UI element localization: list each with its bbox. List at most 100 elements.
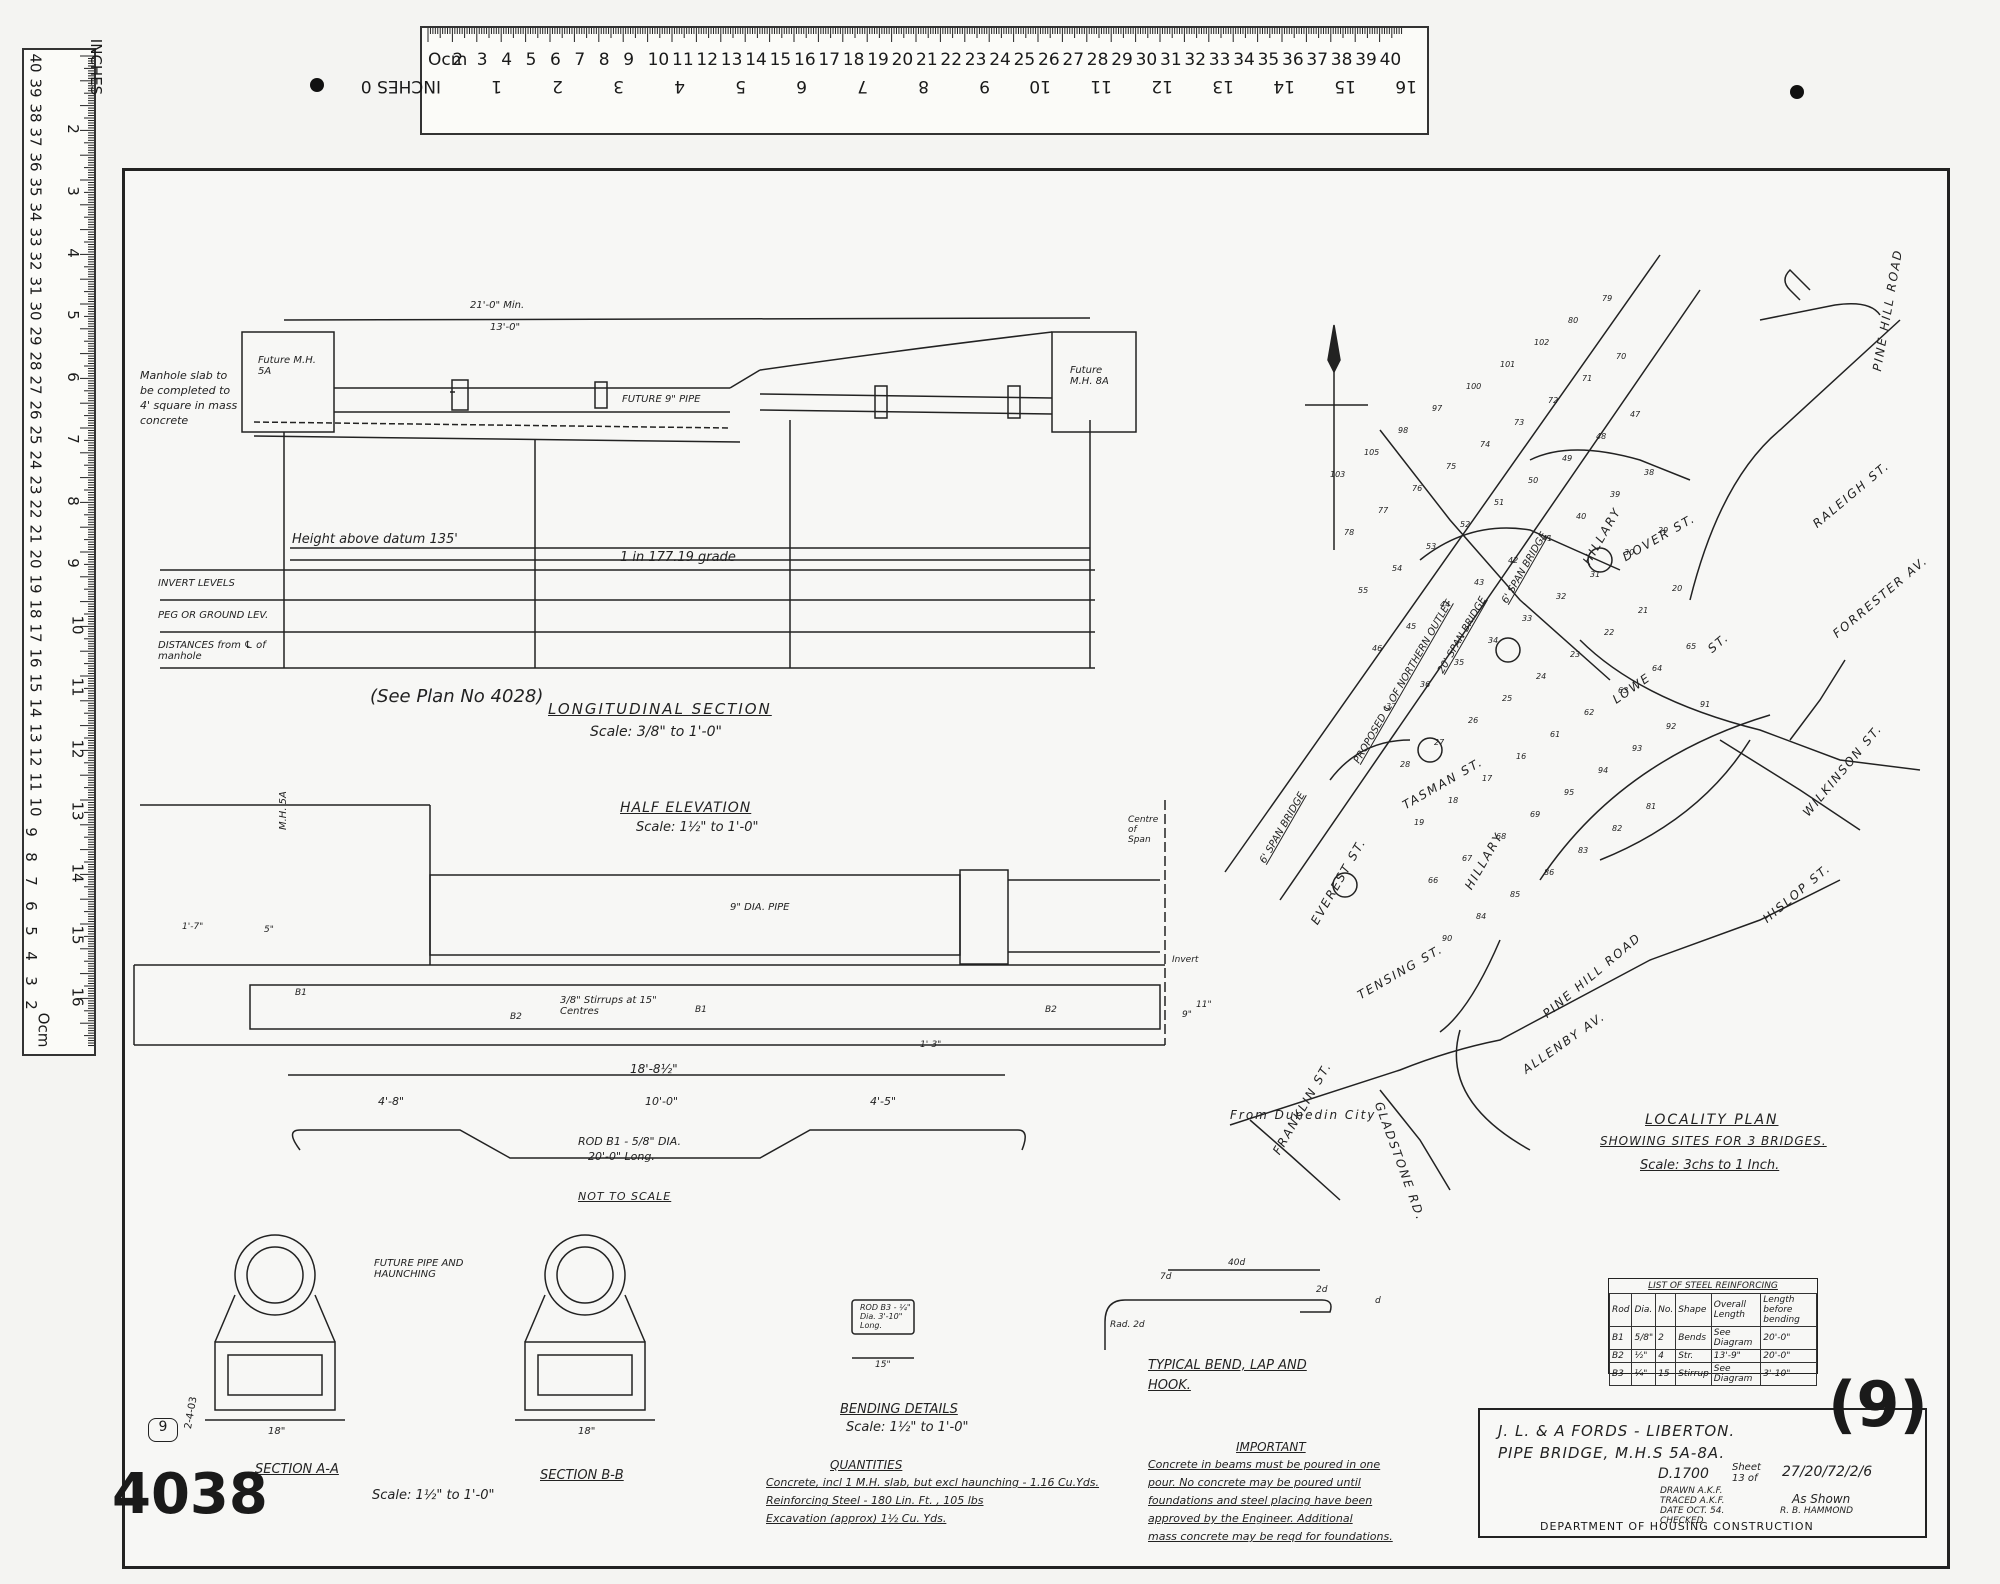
steel-list: LIST OF STEEL REINFORCING Rod Dia. No. S… bbox=[1608, 1278, 1818, 1386]
lot-number: 20 bbox=[1672, 584, 1683, 593]
lot-number: 98 bbox=[1398, 426, 1409, 435]
lot-number: 93 bbox=[1632, 744, 1643, 753]
lot-number: 24 bbox=[1536, 672, 1547, 681]
table-cell: 5/8" bbox=[1631, 1326, 1657, 1350]
title-block: J. L. & A FORDS - LIBERTON. PIPE BRIDGE,… bbox=[1478, 1408, 1927, 1538]
table-row: B2 ½" 4 Str. 13'-9" 20'-0" bbox=[1608, 1349, 1817, 1363]
lot-number: 63 bbox=[1618, 686, 1629, 695]
future-pipe-haunching: FUTURE PIPE AND HAUNCHING bbox=[374, 1258, 464, 1280]
lot-number: 54 bbox=[1392, 564, 1403, 573]
quantities-title: QUANTITIES bbox=[830, 1458, 903, 1472]
rod-label: ROD B1 - 5/8" DIA. bbox=[578, 1135, 681, 1148]
important-line-2: pour. No concrete may be poured until bbox=[1148, 1476, 1361, 1489]
important-title: IMPORTANT bbox=[1236, 1440, 1306, 1454]
dim-1-3: 1'-3" bbox=[920, 1040, 942, 1050]
locality-subtitle: SHOWING SITES FOR 3 BRIDGES. bbox=[1600, 1134, 1827, 1148]
ruler-cm-label: 36 bbox=[1282, 50, 1304, 70]
table-cell: 13'-9" bbox=[1710, 1349, 1762, 1363]
ruler-cm-label: 12 bbox=[696, 50, 719, 70]
future-pipe-label: FUTURE 9" PIPE bbox=[622, 394, 701, 405]
ruler-cm-label: 28 bbox=[1086, 50, 1109, 70]
row-label-invert: INVERT LEVELS bbox=[158, 578, 235, 589]
table-cell: 4 bbox=[1655, 1349, 1677, 1363]
table-cell: 15 bbox=[1655, 1362, 1677, 1386]
lot-number: 23 bbox=[1570, 650, 1581, 659]
ruler-cm-label: 11 bbox=[672, 50, 694, 70]
ruler-cm-label: 8 bbox=[598, 50, 610, 70]
grade-label: 1 in 177.19 grade bbox=[620, 550, 736, 565]
street-label: From Dunedin City bbox=[1230, 1108, 1377, 1122]
lot-number: 76 bbox=[1412, 484, 1423, 493]
lot-number: 100 bbox=[1466, 382, 1482, 391]
table-cell: ½" bbox=[1631, 1349, 1657, 1363]
lot-number: 103 bbox=[1330, 470, 1346, 479]
half-elevation-title: HALF ELEVATION bbox=[620, 800, 752, 816]
lot-number: 47 bbox=[1630, 410, 1641, 419]
rod-length: 20'-0" Long. bbox=[588, 1150, 655, 1163]
ruler-cm-label: 7 bbox=[574, 50, 586, 70]
lot-number: 22 bbox=[1604, 628, 1615, 637]
lot-number: 78 bbox=[1344, 528, 1355, 537]
bend-d: d bbox=[1375, 1296, 1381, 1306]
row-label-distances: DISTANCES from ℄ of manhole bbox=[158, 640, 266, 662]
ruler-cm-label: 3 bbox=[476, 50, 488, 70]
typical-bend-title: TYPICAL BEND, LAP AND HOOK. bbox=[1148, 1358, 1307, 1393]
lot-number: 18 bbox=[1448, 796, 1459, 805]
title-line-1: J. L. & A FORDS - LIBERTON. bbox=[1498, 1422, 1736, 1440]
drawing-code: D.1700 bbox=[1658, 1466, 1709, 1482]
future-mh-right-label: Future M.H. 8A bbox=[1070, 365, 1109, 387]
ruler-cm-label: 25 bbox=[1013, 50, 1036, 70]
punch-hole bbox=[1790, 85, 1804, 99]
lot-number: 33 bbox=[1522, 614, 1533, 623]
lot-number: 74 bbox=[1480, 440, 1491, 449]
bar-b1-label-2: B1 bbox=[695, 1005, 707, 1015]
dim-top: 21'-0" Min. bbox=[470, 300, 525, 311]
ruler-cm-label: 5 bbox=[525, 50, 537, 70]
steel-header: Length before bending bbox=[1760, 1293, 1817, 1327]
steel-header-row: Rod Dia. No. Shape Overall Length Length… bbox=[1608, 1293, 1817, 1327]
ruler-cm-label: 19 bbox=[867, 50, 889, 70]
ruler-cm-label: 20 bbox=[891, 50, 914, 70]
rod-right-dim: 4'-5" bbox=[870, 1095, 897, 1108]
lot-number: 55 bbox=[1358, 586, 1369, 595]
lot-number: 82 bbox=[1612, 824, 1623, 833]
lot-number: 27 bbox=[1434, 738, 1445, 747]
pipe-label: 9" DIA. PIPE bbox=[730, 902, 790, 913]
lot-number: 73 bbox=[1514, 418, 1525, 427]
steel-header: Shape bbox=[1675, 1293, 1712, 1327]
title-line-2: PIPE BRIDGE, M.H.S 5A-8A. bbox=[1498, 1444, 1726, 1462]
rod-overall-dim: 18'-8½" bbox=[630, 1062, 678, 1076]
lot-number: 25 bbox=[1502, 694, 1513, 703]
lot-number: 72 bbox=[1548, 396, 1559, 405]
lot-number: 75 bbox=[1446, 462, 1457, 471]
steel-header: No. bbox=[1655, 1293, 1677, 1327]
table-cell: B3 bbox=[1608, 1362, 1633, 1386]
lot-number: 48 bbox=[1596, 432, 1607, 441]
lot-number: 62 bbox=[1584, 708, 1595, 717]
lot-number: 38 bbox=[1644, 468, 1655, 477]
sheet-label: Sheet 13 of bbox=[1732, 1462, 1761, 1484]
lot-number: 40 bbox=[1576, 512, 1587, 521]
ruler-cm-label: 14 bbox=[745, 50, 767, 70]
ruler-cm-label: 23 bbox=[964, 50, 987, 70]
rod-middle-dim: 10'-0" bbox=[645, 1095, 679, 1108]
lot-number: 44 bbox=[1440, 600, 1451, 609]
table-cell: B2 bbox=[1608, 1349, 1633, 1363]
ruler-cm-label: 6 bbox=[550, 50, 561, 70]
table-cell: See Diagram bbox=[1710, 1362, 1762, 1386]
steel-header: Overall Length bbox=[1710, 1293, 1762, 1327]
lot-number: 65 bbox=[1686, 642, 1697, 651]
lot-number: 86 bbox=[1544, 868, 1555, 877]
lot-number: 101 bbox=[1500, 360, 1516, 369]
lot-number: 81 bbox=[1646, 802, 1657, 811]
locality-title: LOCALITY PLAN bbox=[1645, 1112, 1779, 1128]
row-label-peg: PEG OR GROUND LEV. bbox=[158, 610, 269, 621]
dim-11: 11" bbox=[1196, 1000, 1212, 1010]
lot-number: 16 bbox=[1516, 752, 1527, 761]
lot-number: 37 bbox=[1386, 702, 1397, 711]
ruler-cm-label: 35 bbox=[1257, 50, 1280, 70]
table-cell: Bends bbox=[1675, 1326, 1712, 1350]
lot-number: 41 bbox=[1542, 534, 1553, 543]
steel-header: Dia. bbox=[1631, 1293, 1657, 1327]
